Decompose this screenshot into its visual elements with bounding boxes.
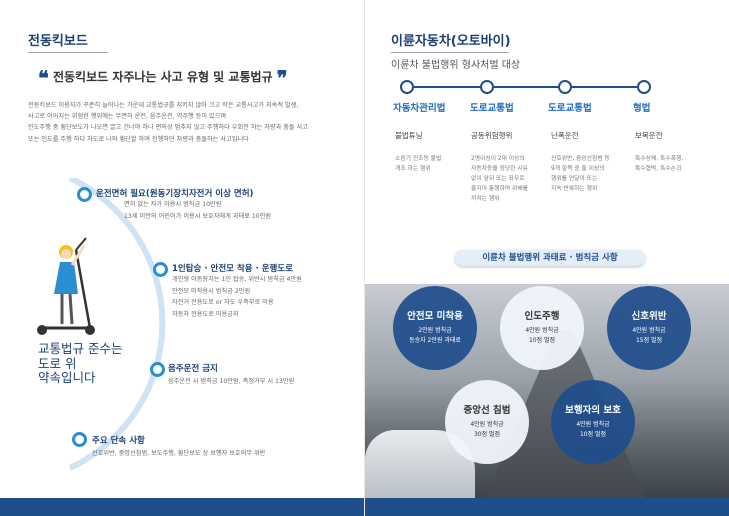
intro-line: 전동킥보드 이용자가 꾸준히 늘어나는 가운데 교통법규를 지키지 않아 크고 … (28, 102, 299, 109)
fines-title: 이륜차 불법행위 과태료 · 범칙금 사항 (455, 250, 645, 266)
fine-line: 30점 벌점 (473, 431, 501, 438)
violation-desc-line: 특수협박, 특수손괴 (635, 166, 682, 172)
rule-desc-line: 안전모 미착용시 범칙금 2만원 (172, 287, 251, 295)
intro-paragraph: 전동킥보드 이용자가 꾸준히 늘어나는 가운데 교통법규를 지키지 않아 크고 … (28, 100, 344, 145)
rule-desc: 면허 없는 자가 이용시 범칙금 10만원 13세 미만의 어린이가 이용시 보… (124, 199, 271, 222)
rule-marker-dot (150, 362, 165, 377)
violation-name: 공동위험행위 (471, 131, 513, 140)
fine-title: 안전모 미착용 (407, 311, 463, 322)
violation-desc-line: 신호위반, 중앙선침범 등 (551, 156, 610, 162)
left-page: 전동킥보드 ❝ 전동킥보드 자주나는 사고 유형 및 교통법규 ❞ 전동킥보드 … (0, 0, 364, 516)
fine-circle-sidewalk: 인도주행 4만원 범칙금 10점 벌점 (500, 286, 584, 370)
rule-desc-line: 신호위반, 중앙선침범, 보도주행, 횡단보도 상 보행자 보호의무 위반 (92, 450, 266, 457)
violation-desc-line: 개조 하는 행위 (395, 166, 431, 172)
rule-desc-line: 개인형 이동장치는 1인 탑승, 위반시 범칙금 4만원 (172, 276, 302, 283)
page-fold (364, 0, 365, 516)
fine-title: 보행자의 보호 (565, 405, 621, 416)
rule-marker-dot (77, 187, 92, 202)
rule-title-enforcement: 주요 단속 사항 (92, 436, 145, 446)
right-page: 이륜자동차(오토바이) 이륜차 불법행위 형사처벌 대상 자동차관리법 도로교통… (365, 0, 729, 516)
violation-desc-line: 자동차등을 정당한 사유 (471, 166, 529, 172)
timeline-arc (68, 178, 166, 471)
rule-desc-line: 면허 없는 자가 이용시 범칙금 10만원 (124, 201, 222, 208)
law-timeline-dot (400, 80, 414, 94)
violation-desc-line: 2명이상이 2대 이상의 (471, 156, 525, 162)
law-name: 형법 (633, 103, 651, 114)
quote-title-text: 전동킥보드 자주나는 사고 유형 및 교통법규 (52, 70, 273, 84)
law-name: 도로교통법 (548, 103, 592, 114)
rule-desc-line: 음주운전 시 범칙금 10만원, 측정거부 시 13만원 (168, 378, 295, 385)
violation-desc-line: 9개 항목 중 둘 이상의 (551, 166, 605, 172)
rule-title-helmet: 1인탑승 · 안전모 착용 · 운행도로 (172, 264, 294, 274)
fine-circle-signal: 신호위반 4만원 범칙금 15점 벌점 (607, 286, 691, 370)
violation-desc-line: 소음기 전조등 불법 (395, 156, 442, 162)
fine-line: 동승자 2만원 과태료 (409, 337, 461, 344)
violation-desc-line: 지속·반복하는 행위 (551, 186, 598, 192)
bottom-bar (0, 498, 364, 516)
rule-title-license: 운전면허 필요(원동기장치자전거 이상 면허) (96, 189, 254, 199)
pledge-line: 약속입니다 (38, 370, 96, 385)
violation-desc-line: 줄지어 통행하며 위해를 (471, 186, 529, 192)
law-timeline-dot (558, 80, 572, 94)
violation-desc: 특수상해, 특수폭행, 특수협박, 특수손괴 (635, 154, 683, 174)
fine-line: 4만원 범칙금 (576, 421, 610, 428)
fine-circle-pedestrian: 보행자의 보호 4만원 범칙금 10점 벌점 (551, 380, 635, 464)
rule-desc: 개인형 이동장치는 1인 탑승, 위반시 범칙금 4만원 안전모 미착용시 범칙… (172, 274, 302, 320)
law-name: 자동차관리법 (393, 103, 446, 114)
fine-line: 2만원 범칙금 (418, 327, 452, 334)
fine-title: 신호위반 (631, 311, 667, 322)
violation-desc-line: 끼치는 행위 (471, 196, 500, 202)
section-underline (28, 52, 108, 53)
fine-circle-centerline: 중앙선 침범 4만원 범칙금 30점 벌점 (445, 380, 529, 464)
rule-title-drunk: 음주운전 금지 (168, 364, 218, 374)
fine-line: 15점 벌점 (635, 337, 663, 344)
pledge-text: 교통법규 준수는 도로 위 약속입니다 (38, 341, 123, 386)
violation-desc: 소음기 전조등 불법 개조 하는 행위 (395, 154, 441, 174)
rule-desc: 신호위반, 중앙선침범, 보도주행, 횡단보도 상 보행자 보호의무 위반 (92, 448, 265, 460)
fine-line: 10점 벌점 (528, 337, 556, 344)
fine-circle-helmet: 안전모 미착용 2만원 범칙금 동승자 2만원 과태료 (393, 286, 477, 370)
fine-title: 인도주행 (524, 311, 560, 322)
law-timeline-dot (637, 80, 651, 94)
rule-desc-line: 자동차 전용도로 이용금지 (172, 310, 239, 318)
violation-name: 보복운전 (635, 131, 663, 140)
page-subtitle: 이륜차 불법행위 형사처벌 대상 (391, 60, 521, 71)
violation-name: 난폭운전 (551, 131, 579, 140)
violation-desc-line: 없이 앞뒤 또는 좌우로 (471, 176, 525, 182)
intro-line: 인도주행 중 횡단보도가 나오면 끌고 건너야 하나 편의상 멈추지 않고 주행… (28, 124, 308, 132)
fine-line: 10점 벌점 (579, 431, 607, 438)
close-quote-icon: ❞ (276, 66, 288, 90)
rule-desc-line: 13세 미만의 어린이가 이용시 보호자에게 과태료 10만원 (124, 212, 272, 220)
pledge-line: 도로 위 (38, 355, 77, 371)
law-timeline-line (405, 86, 645, 88)
quote-title: ❝ 전동킥보드 자주나는 사고 유형 및 교통법규 ❞ (38, 66, 288, 90)
pledge-line: 교통법규 준수는 (38, 341, 123, 356)
intro-line: 사고로 이어지는 위험한 행위에는 무면허 운전, 음주운전, 역주행 등이 있… (28, 113, 227, 121)
violation-desc: 신호위반, 중앙선침범 등 9개 항목 중 둘 이상의 행위를 연달아 또는 지… (551, 154, 610, 194)
section-title-motorcycle: 이륜자동차(오토바이) (391, 34, 511, 49)
violation-desc-line: 행위를 연달아 또는 (551, 176, 598, 182)
rule-desc: 음주운전 시 범칙금 10만원, 측정거부 시 13만원 (168, 376, 294, 388)
section-underline (391, 52, 509, 53)
rule-marker-dot (72, 432, 87, 447)
fine-line: 4만원 범칙금 (470, 421, 504, 428)
violation-name: 불법튜닝 (395, 131, 423, 140)
rule-desc-line: 자전거 전용도로 or 차도 우측부로 이용 (172, 299, 274, 306)
intro-line: 또는 인도를 주행 하다 차도로 나와 횡단할 하며 진행하던 차량과 충돌하는… (28, 135, 249, 143)
law-name: 도로교통법 (470, 103, 514, 114)
violation-desc: 2명이상이 2대 이상의 자동차등을 정당한 사유 없이 앞뒤 또는 좌우로 줄… (471, 154, 528, 204)
kickboard-rider-illustration (37, 237, 95, 335)
fine-line: 4만원 범칙금 (632, 327, 666, 334)
section-title-kickboard: 전동킥보드 (28, 34, 88, 49)
bottom-bar (365, 498, 729, 516)
fine-title: 중앙선 침범 (463, 405, 511, 416)
violation-desc-line: 특수상해, 특수폭행, (635, 156, 684, 162)
fine-line: 4만원 범칙금 (525, 327, 559, 334)
rule-marker-dot (153, 262, 168, 277)
open-quote-icon: ❝ (38, 66, 49, 90)
law-timeline-dot (480, 80, 494, 94)
